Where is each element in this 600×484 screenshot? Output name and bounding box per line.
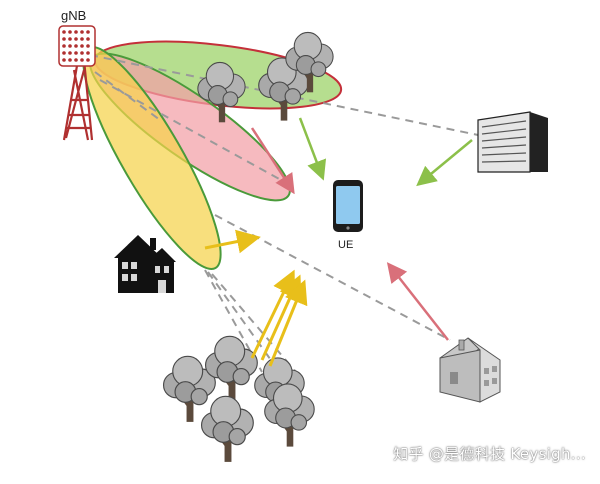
trees-bottom <box>162 334 316 464</box>
cell-tower-icon <box>58 25 96 141</box>
smartphone-icon <box>333 180 363 232</box>
green-arrows <box>298 117 473 187</box>
gnb-label: gNB <box>61 8 86 23</box>
office-building-icon <box>477 111 548 173</box>
watermark: 知乎 @是德科技 Keysigh... <box>393 445 586 463</box>
red-arrows <box>250 127 449 341</box>
house-icon <box>114 235 176 293</box>
ue-device: UE <box>333 180 363 251</box>
gnb-tower: gNB <box>58 8 96 141</box>
yellow-arrows <box>204 229 308 367</box>
ue-label: UE <box>338 239 353 251</box>
house-icon-grey <box>439 337 501 403</box>
